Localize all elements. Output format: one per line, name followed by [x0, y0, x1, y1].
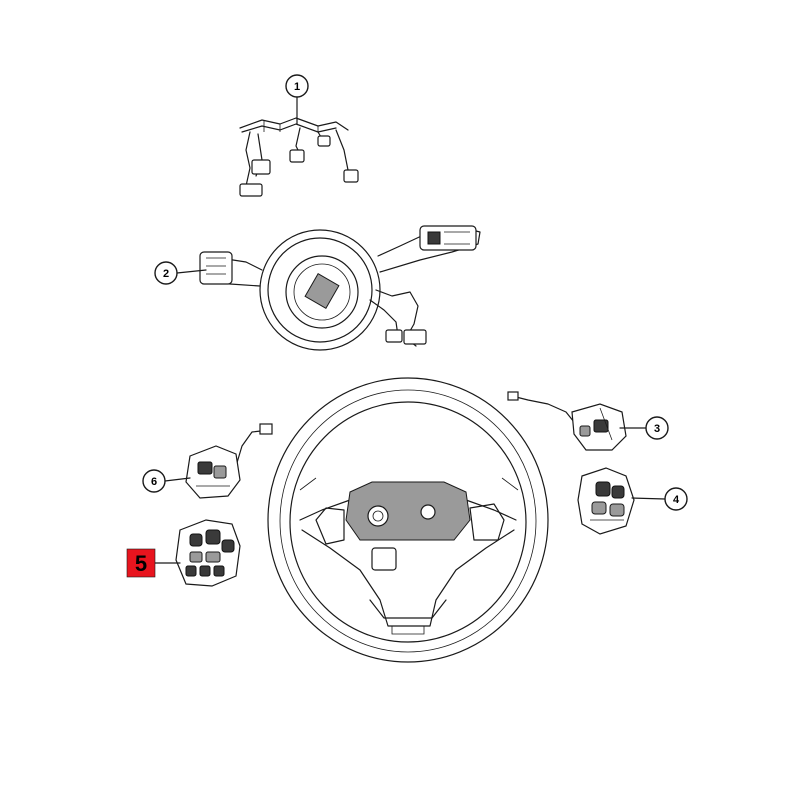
callout-5-label: 5 [135, 551, 147, 576]
callout-1-label: 1 [294, 81, 300, 93]
callout-4-label: 4 [673, 494, 680, 506]
switch-right-upper [507, 391, 627, 451]
callout-2-label: 2 [163, 268, 169, 280]
switch-left-lower [175, 519, 241, 587]
callout-4: 4 [664, 487, 688, 511]
leader-lines [154, 96, 666, 564]
clockspring-switch [199, 225, 481, 351]
callout-6-label: 6 [151, 476, 157, 488]
callout-2: 2 [154, 261, 178, 285]
callout-6: 6 [142, 469, 166, 493]
callout-5-highlighted: 5 [126, 548, 156, 578]
switch-right-lower [577, 467, 635, 535]
steering-wheel [267, 377, 549, 663]
callout-3-label: 3 [654, 423, 660, 435]
switch-left-upper [185, 423, 273, 499]
callout-3: 3 [645, 416, 669, 440]
wiring-harness [239, 117, 359, 197]
callout-1: 1 [285, 74, 309, 98]
